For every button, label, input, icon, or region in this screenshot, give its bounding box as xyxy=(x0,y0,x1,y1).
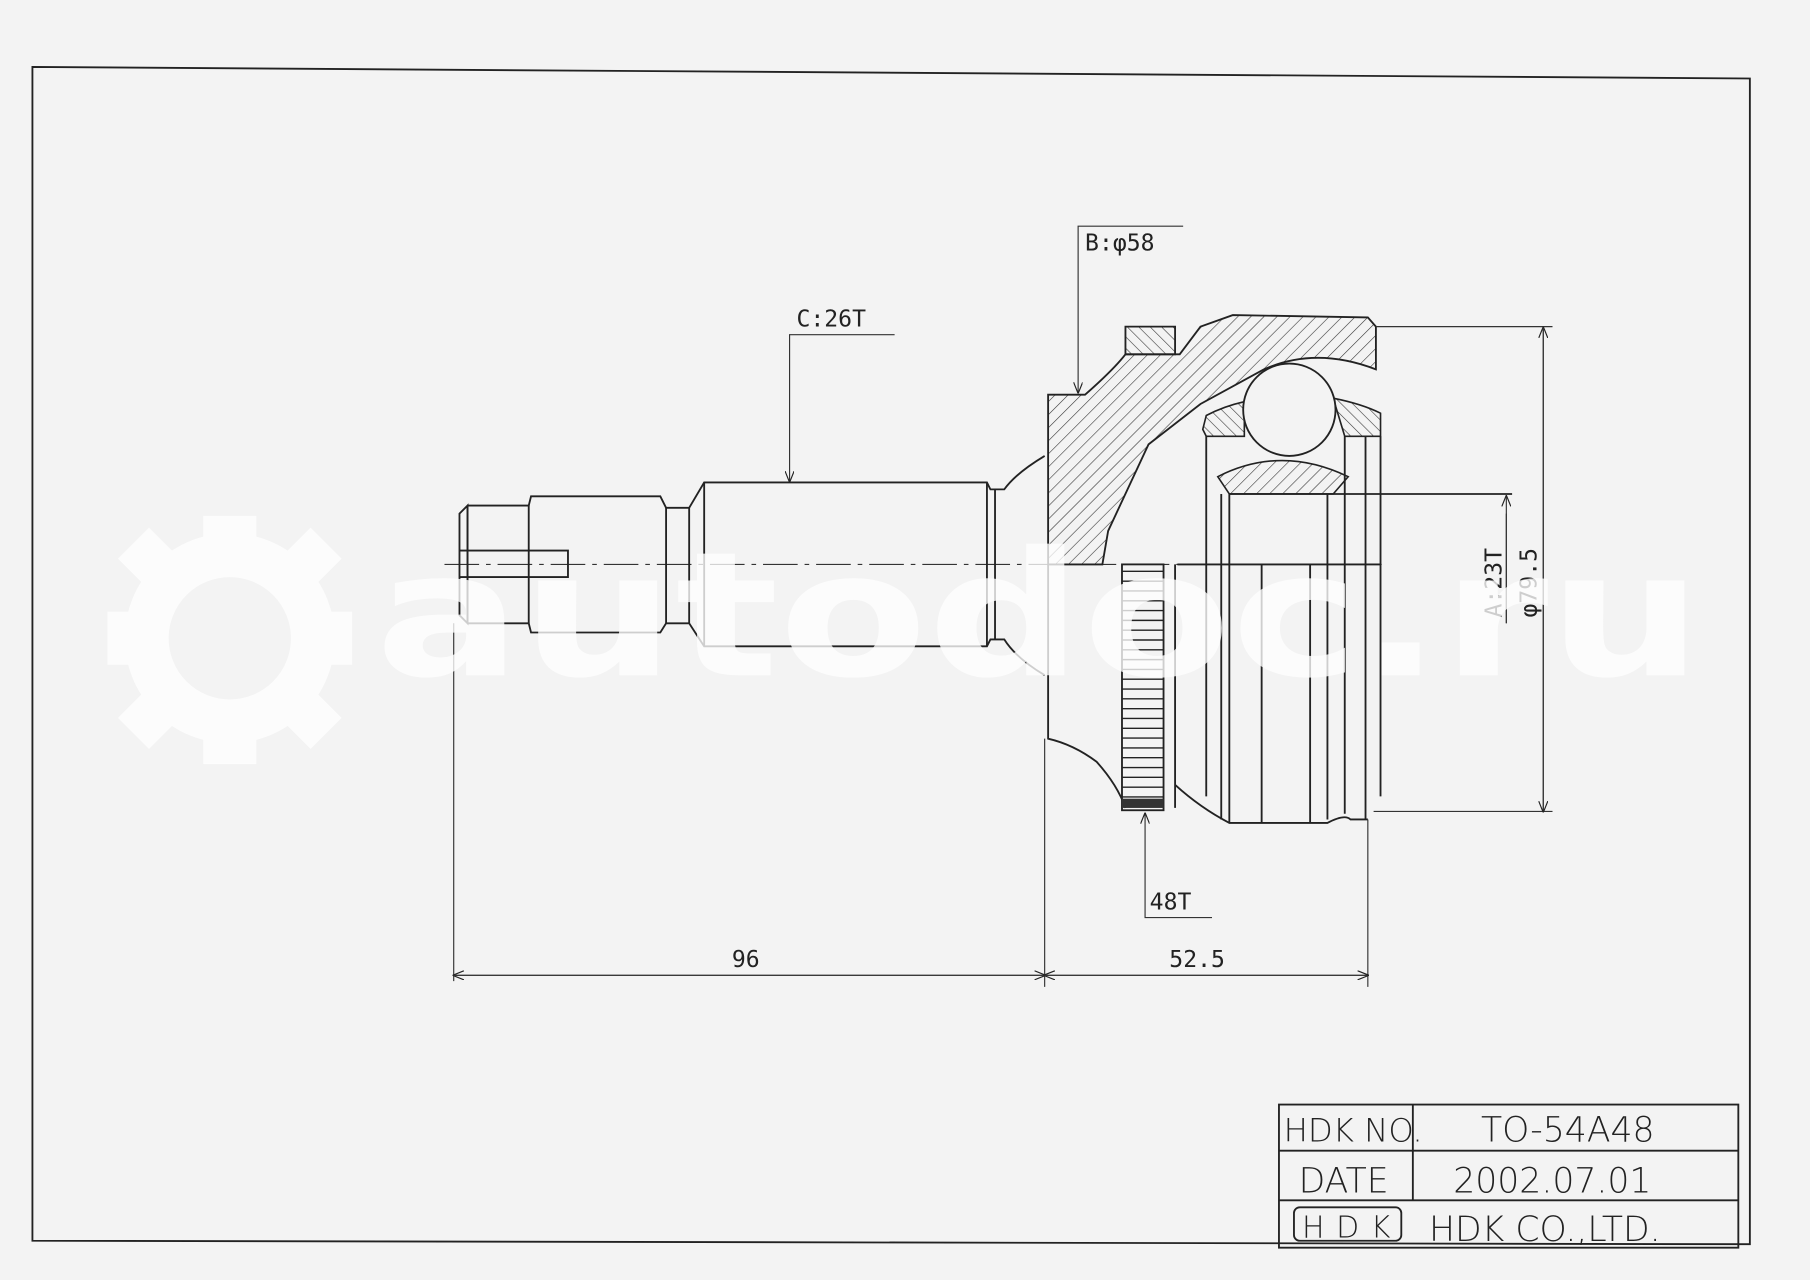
svg-text:autodoc.ru: autodoc.ru xyxy=(375,514,1702,716)
outer-race-section xyxy=(1047,314,1382,566)
label-spline-c: C:26T xyxy=(797,307,867,333)
part-no-value: TO-54A48 xyxy=(1481,1110,1655,1150)
date-label: DATE xyxy=(1299,1161,1389,1201)
ball xyxy=(1242,362,1337,457)
watermark: autodoc.ru xyxy=(107,514,1703,765)
company-name: HDK CO.,LTD. xyxy=(1429,1210,1661,1250)
sheet-border xyxy=(31,66,1751,1246)
label-spline-a: A:23T xyxy=(1482,548,1508,618)
dim-joint-length: 52.5 xyxy=(1169,947,1225,973)
hdk-logo: HDK xyxy=(1302,1210,1402,1245)
dimensions xyxy=(454,225,1553,987)
joint-body xyxy=(1047,436,1513,824)
dim-shaft-length: 96 xyxy=(732,947,760,973)
label-abs-48t: 48T xyxy=(1150,890,1192,916)
label-outer-diameter: φ79.5 xyxy=(1516,548,1542,617)
shaft xyxy=(458,455,1046,676)
label-diameter-b: B:φ58 xyxy=(1085,230,1154,256)
watermark-gear-icon xyxy=(107,515,353,765)
part-no-label: HDK NO. xyxy=(1284,1111,1423,1149)
abs-ring-48t xyxy=(1121,563,1177,812)
title-block: HDK NO. TO-54A48 DATE 2002.07.01 HDK HDK… xyxy=(1278,1103,1740,1250)
date-value: 2002.07.01 xyxy=(1453,1161,1651,1201)
